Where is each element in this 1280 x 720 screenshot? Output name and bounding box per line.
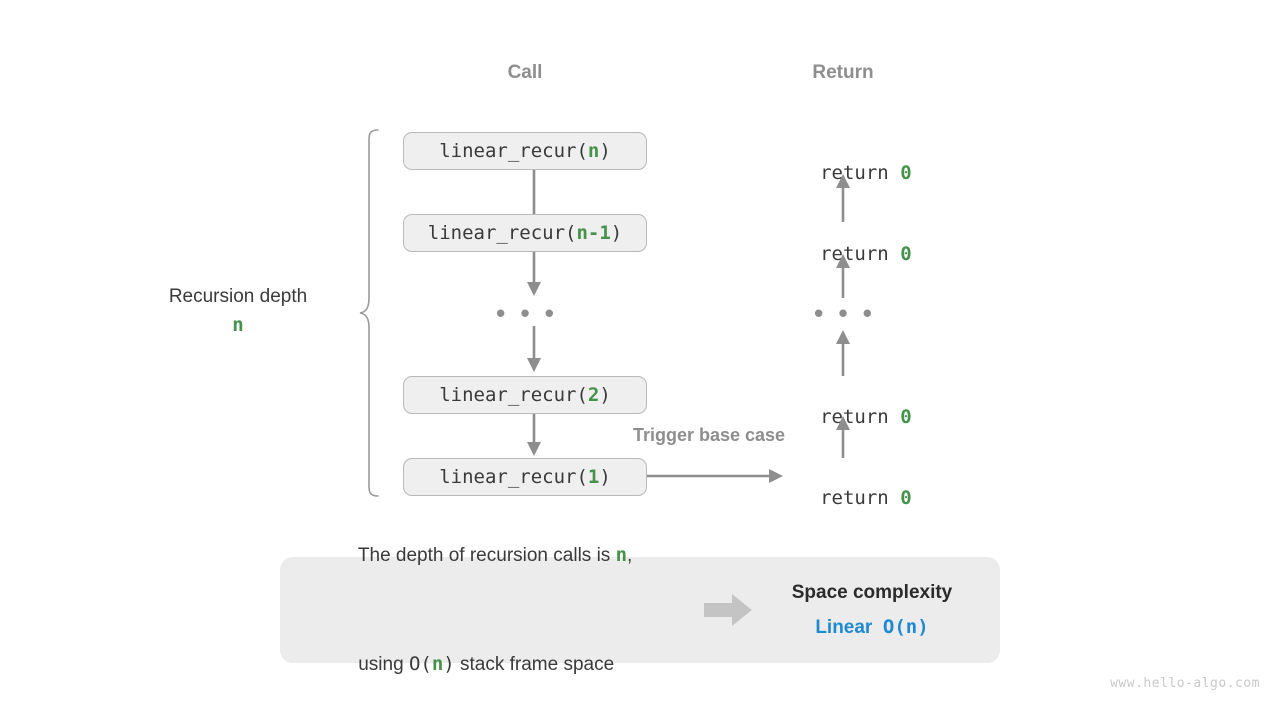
recursion-depth-label: Recursion depth n [169,283,307,339]
call-frame-prefix: linear_recur( [439,466,588,488]
column-header-return: Return [812,62,874,83]
call-frame-prefix: linear_recur( [427,222,577,244]
return-keyword: return [820,487,901,509]
call-frame-prefix: linear_recur( [439,140,588,162]
complexity-explanation-line-1: The depth of recursion calls is n, [316,501,696,610]
call-frame-prefix: linear_recur( [439,384,588,406]
complexity-explanation: The depth of recursion calls is n, using… [316,501,696,719]
explanation-text: using [358,654,409,675]
return-arrow-up-3 [836,416,850,458]
explanation-bigo: O( [408,653,432,675]
return-value: 0 [900,406,912,428]
call-frame-arg: 2 [587,384,600,406]
call-frame-2: linear_recur(2) [403,376,647,414]
call-frame-0: linear_recur(n) [403,132,647,170]
explanation-text: The depth of recursion calls is [357,545,616,566]
complexity-summary-panel: The depth of recursion calls is n, using… [280,544,1000,675]
complexity-result: Space complexity Linear O(n) [762,576,982,645]
return-arrow-up-2 [836,330,850,376]
call-frame-suffix: ) [599,384,611,406]
explanation-var: n [431,653,444,675]
recursion-depth-brace [359,129,379,497]
call-arrow-down-1 [527,252,541,296]
complexity-result-value: Linear O(n) [762,610,982,645]
return-ellipsis: • • • [814,298,876,328]
explanation-text: , [627,545,633,566]
trigger-base-case-label: Trigger base case [632,425,786,445]
implies-arrow-icon [704,594,752,626]
explanation-text: stack frame space [454,654,615,675]
call-frame-arg: 1 [587,466,600,488]
call-frame-arg: n [587,140,600,162]
complexity-notation: O(n) [882,615,929,638]
return-label-0: return 0 [774,140,912,206]
return-keyword: return [820,243,901,265]
recursion-depth-value: n [232,314,244,336]
call-frame-suffix: ) [599,466,611,488]
return-keyword: return [820,406,901,428]
call-frame-suffix: ) [599,140,611,162]
return-arrow-up-0 [836,174,850,222]
complexity-word: Linear [815,616,873,638]
complexity-result-title: Space complexity [791,581,953,603]
column-header-call: Call [507,62,543,83]
return-label-3: return 0 [774,465,912,531]
return-value: 0 [900,243,912,265]
call-frame-1: linear_recur(n-1) [403,214,647,252]
watermark: www.hello-algo.com [1110,676,1260,691]
explanation-var: n [615,544,628,566]
complexity-explanation-line-2: using O(n) stack frame space [316,610,696,719]
return-arrow-up-1 [836,254,850,298]
trigger-base-case-arrow [647,469,783,483]
return-value: 0 [900,162,912,184]
call-arrow-down-3 [527,414,541,456]
return-value: 0 [900,487,912,509]
recursion-depth-text: Recursion depth [168,286,308,307]
call-frame-3: linear_recur(1) [403,458,647,496]
return-keyword: return [820,162,901,184]
call-frame-arg: n-1 [576,222,611,244]
call-ellipsis: • • • [496,298,558,328]
return-label-1: return 0 [774,221,912,287]
explanation-bigo-close: ) [443,653,455,675]
call-frame-suffix: ) [610,222,623,244]
call-arrow-down-2 [527,326,541,372]
return-label-2: return 0 [774,384,912,450]
